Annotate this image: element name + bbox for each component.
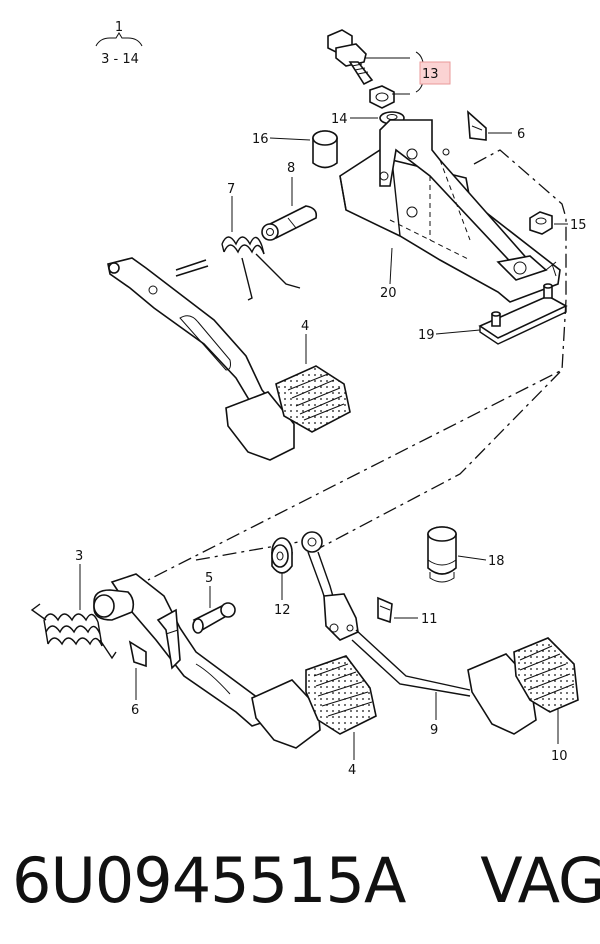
callout-9: 9 (430, 723, 438, 738)
nut-15 (529, 211, 553, 235)
callout-5: 5 (205, 571, 213, 586)
clutch-pedal-arm-9 (301, 531, 471, 697)
return-spring-7 (221, 236, 301, 301)
upper-pedal-arm (107, 257, 295, 461)
bushing-12 (271, 537, 293, 574)
callout-8: 8 (287, 161, 295, 176)
pedal-pad-lower (305, 655, 377, 735)
bushing-16 (312, 130, 338, 169)
callout-13-highlight (419, 61, 451, 85)
pivot-pin-5 (192, 602, 236, 634)
group-brace (95, 32, 143, 47)
group-label: 1 3 - 14 (95, 20, 143, 67)
mounting-plate-19 (478, 283, 568, 345)
callout-13-leaders (365, 57, 410, 95)
caption-separator (405, 844, 480, 917)
callout-18-leader (457, 555, 487, 561)
callout-20-leader (389, 247, 393, 285)
lower-pedal-arm (93, 573, 272, 727)
connector-line-diagonal (147, 299, 567, 581)
connector-line-right (473, 149, 567, 300)
pedal-assembly-diagram: 1 3 - 14 13 14 6 16 (30, 20, 587, 778)
pedal-bracket-20 (339, 119, 561, 303)
return-spring-3 (30, 603, 117, 660)
group-range: 3 - 14 (101, 52, 139, 67)
callout-4a: 4 (301, 319, 309, 334)
retaining-clip-top (467, 110, 487, 141)
callout-6b: 6 (131, 703, 139, 718)
callout-16: 16 (252, 132, 269, 147)
brake-pedal-pad (251, 679, 321, 749)
brake-light-switch (327, 29, 374, 86)
callout-15: 15 (570, 218, 587, 233)
group-number: 1 (115, 20, 123, 35)
pedal-pad-upper (275, 365, 351, 433)
cap-18 (427, 526, 457, 583)
retaining-clip-lower (128, 640, 147, 668)
callout-4b: 4 (348, 763, 356, 778)
callout-11: 11 (421, 612, 438, 627)
callout-3: 3 (75, 549, 83, 564)
callout-19: 19 (418, 328, 435, 343)
callout-6a: 6 (517, 127, 525, 142)
callout-18: 18 (488, 554, 505, 569)
pedal-pad-10 (513, 637, 579, 713)
pivot-sleeve-8 (261, 205, 318, 241)
connector-line-lower (195, 539, 311, 561)
switch-nut (369, 85, 395, 109)
callout-12: 12 (274, 603, 291, 618)
part-number: 6U0945515A (12, 844, 406, 917)
callout-13: 13 (422, 67, 439, 82)
callout-19-leader (435, 329, 481, 335)
callout-7: 7 (227, 182, 235, 197)
part-number-caption: 6U0945515A VAG (12, 826, 600, 936)
callout-10: 10 (551, 749, 568, 764)
brand: VAG (480, 844, 600, 917)
callout-14: 14 (331, 112, 348, 127)
callout-16-leader (269, 137, 311, 141)
callout-20: 20 (380, 286, 397, 301)
retaining-clip-11 (377, 596, 393, 624)
connector-line-clutch (311, 371, 561, 553)
